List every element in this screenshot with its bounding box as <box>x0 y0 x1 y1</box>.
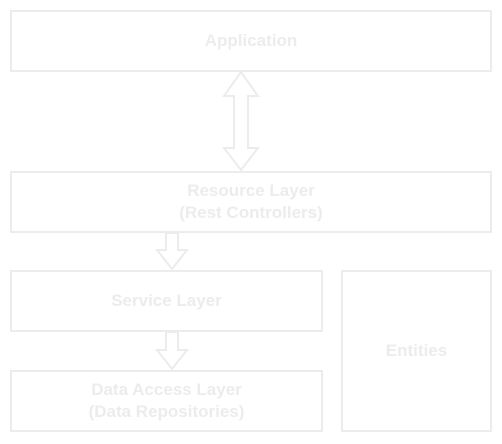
data-access-layer-box: Data Access Layer (Data Repositories) <box>10 370 323 432</box>
entities-label: Entities <box>385 341 448 360</box>
service-layer-label: Service Layer <box>111 291 222 310</box>
application-label: Application <box>204 31 298 50</box>
entities-box: Entities <box>341 270 492 432</box>
data-access-layer-subtitle: (Data Repositories) <box>88 402 245 421</box>
resource-layer-box: Resource Layer (Rest Controllers) <box>10 171 492 233</box>
down-arrow-service-to-data-access <box>154 331 190 371</box>
resource-layer-title: Resource Layer <box>187 181 315 200</box>
down-arrow-resource-to-service <box>154 232 190 271</box>
resource-layer-subtitle: (Rest Controllers) <box>179 203 323 222</box>
application-box: Application <box>10 10 492 72</box>
data-access-layer-title: Data Access Layer <box>91 380 242 399</box>
service-layer-box: Service Layer <box>10 270 323 332</box>
bidirectional-arrow <box>221 70 261 172</box>
